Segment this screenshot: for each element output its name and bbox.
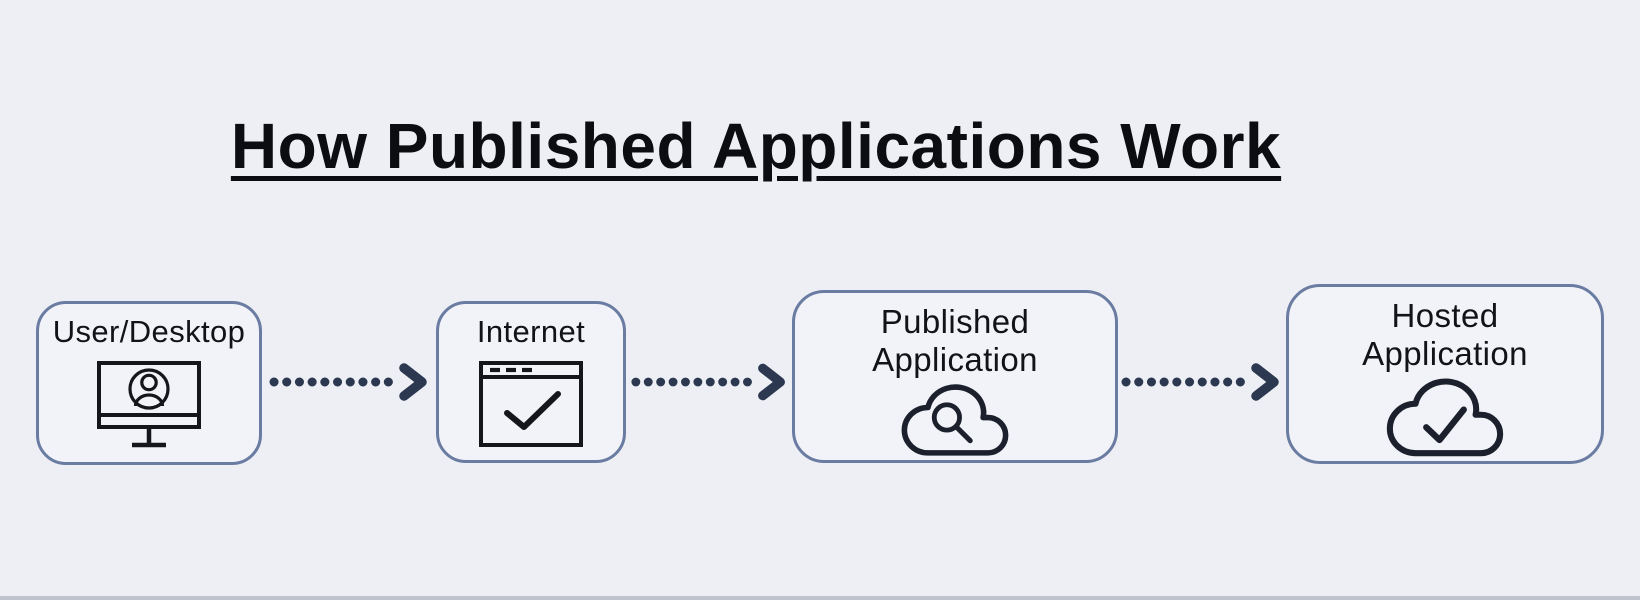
- node-user-desktop: User/Desktop: [36, 301, 262, 465]
- desktop-user-icon: [97, 360, 201, 448]
- page-title: How Published Applications Work: [230, 110, 1282, 182]
- node-published-application: Published Application: [792, 290, 1118, 463]
- node-label: User/Desktop: [52, 314, 246, 349]
- node-internet: Internet: [436, 301, 626, 463]
- dotted-arrow-icon: [269, 363, 427, 401]
- dotted-arrow-icon: [631, 363, 785, 401]
- cloud-search-icon: [901, 383, 1009, 456]
- node-hosted-application: Hosted Application: [1286, 284, 1604, 464]
- node-label: Hosted Application: [1362, 297, 1528, 373]
- cloud-check-icon: [1386, 378, 1504, 456]
- dotted-arrow-icon: [1121, 363, 1279, 401]
- browser-check-icon: [479, 360, 583, 447]
- node-label: Internet: [476, 314, 586, 349]
- node-label: Published Application: [872, 303, 1038, 379]
- bottom-edge-divider: [0, 596, 1640, 600]
